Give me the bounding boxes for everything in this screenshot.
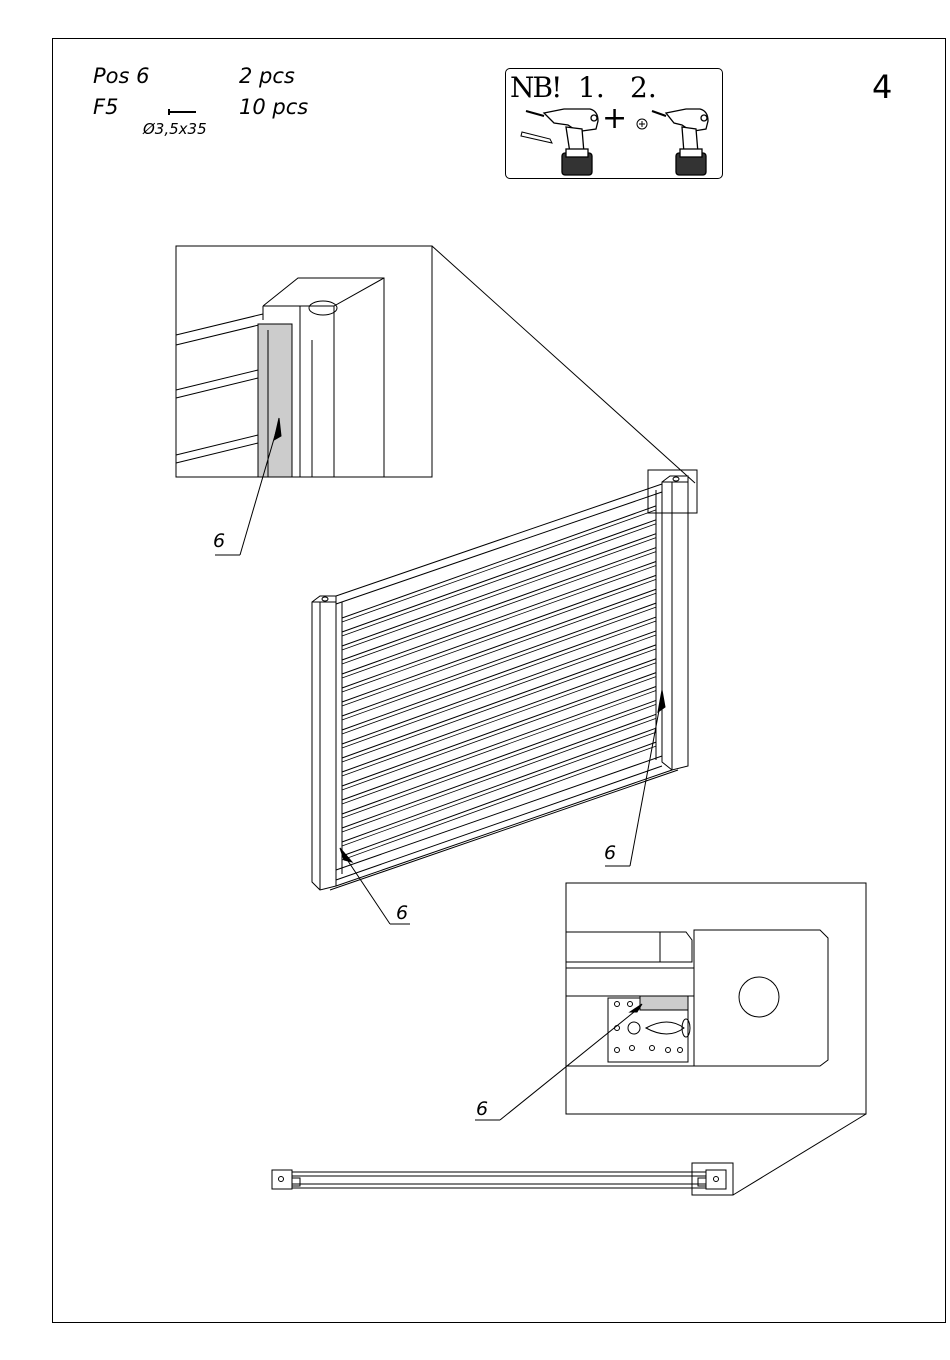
- slat-line: [342, 704, 656, 818]
- slat-line: [342, 534, 656, 646]
- slat-line: [342, 552, 656, 664]
- slat-line: [342, 589, 656, 702]
- slat-line: [342, 687, 656, 800]
- profile-grey-bottom: [640, 996, 688, 1010]
- slat-line: [342, 561, 656, 674]
- callout-top-detail: 6: [213, 530, 225, 552]
- slat-line: [342, 659, 656, 772]
- top-detail-box: [176, 246, 432, 477]
- slat-line: [342, 520, 656, 632]
- callout-bottom-detail: 6: [476, 1098, 488, 1120]
- callout-right-post: 6: [604, 842, 616, 864]
- fence-panel: [312, 470, 697, 890]
- slat-line: [342, 677, 656, 790]
- slat-line: [342, 565, 656, 678]
- detail-leader-1: [432, 246, 695, 483]
- slat-line: [342, 524, 656, 636]
- slat-line: [342, 673, 656, 786]
- detail-leader-bottom: [733, 1114, 866, 1195]
- slat-line: [342, 593, 656, 706]
- slat-line: [342, 579, 656, 692]
- slat-line: [342, 617, 656, 730]
- profile-grey-detail: [258, 324, 292, 477]
- callout-left-bottom: 6: [396, 902, 408, 924]
- slat-line: [342, 548, 656, 660]
- slat-line: [342, 603, 656, 716]
- slat-line: [342, 631, 656, 744]
- slat-line: [342, 645, 656, 758]
- slat-line: [342, 691, 656, 804]
- leader-left-bottom: [346, 858, 390, 924]
- slat-line: [342, 718, 656, 832]
- panel-slats: [342, 506, 656, 860]
- slat-line: [342, 510, 656, 622]
- slat-line: [342, 506, 656, 618]
- slat-line: [342, 538, 656, 650]
- panel-top-view: [272, 1163, 733, 1195]
- slat-line: [342, 732, 656, 846]
- slat-line: [342, 575, 656, 688]
